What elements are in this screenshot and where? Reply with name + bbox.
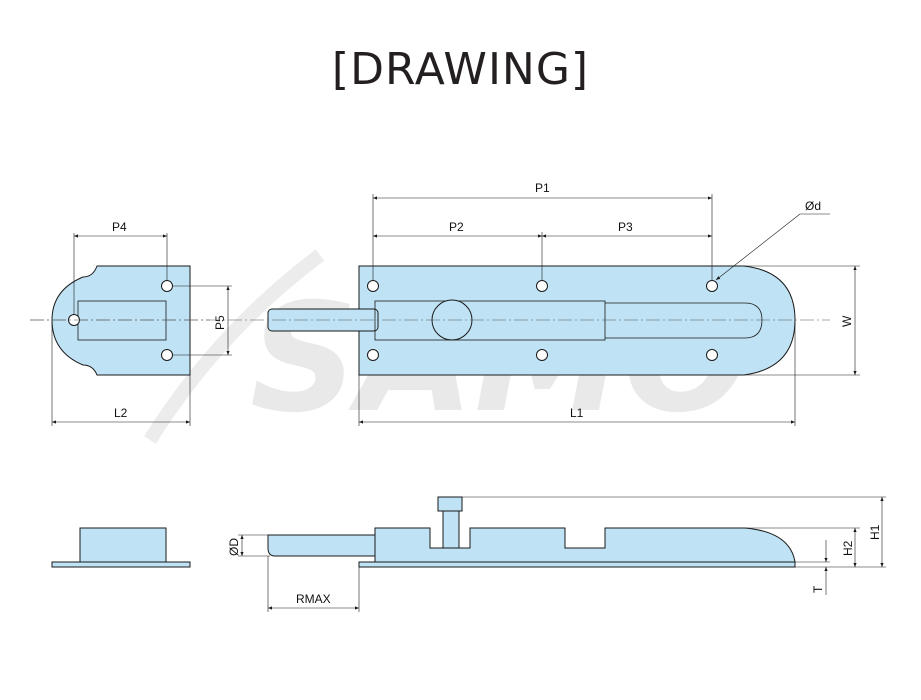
side-view-bottom: H1 H2 T ØD RMAX xyxy=(227,496,886,612)
label-phi-D: ØD xyxy=(227,538,241,556)
end-view-bottom xyxy=(51,527,191,568)
label-p2: P2 xyxy=(449,220,464,234)
label-t: T xyxy=(811,585,825,593)
label-p5: P5 xyxy=(213,315,227,330)
label-p1: P1 xyxy=(535,181,550,195)
label-w: W xyxy=(840,315,854,327)
label-l2: L2 xyxy=(114,406,128,420)
watermark-swoosh xyxy=(144,249,325,444)
label-h1: H1 xyxy=(868,524,882,540)
label-phi-d: Ød xyxy=(805,199,821,213)
plan-view-top: P1 P2 P3 Ød W L1 xyxy=(30,181,860,426)
label-rmax: RMAX xyxy=(296,592,331,606)
label-p4: P4 xyxy=(112,220,127,234)
drawing-title: [DRAWING] xyxy=(331,44,590,95)
end-view-top: P4 P5 L2 xyxy=(30,220,232,426)
label-p3: P3 xyxy=(618,220,633,234)
label-h2: H2 xyxy=(841,540,855,556)
label-l1: L1 xyxy=(570,406,584,420)
